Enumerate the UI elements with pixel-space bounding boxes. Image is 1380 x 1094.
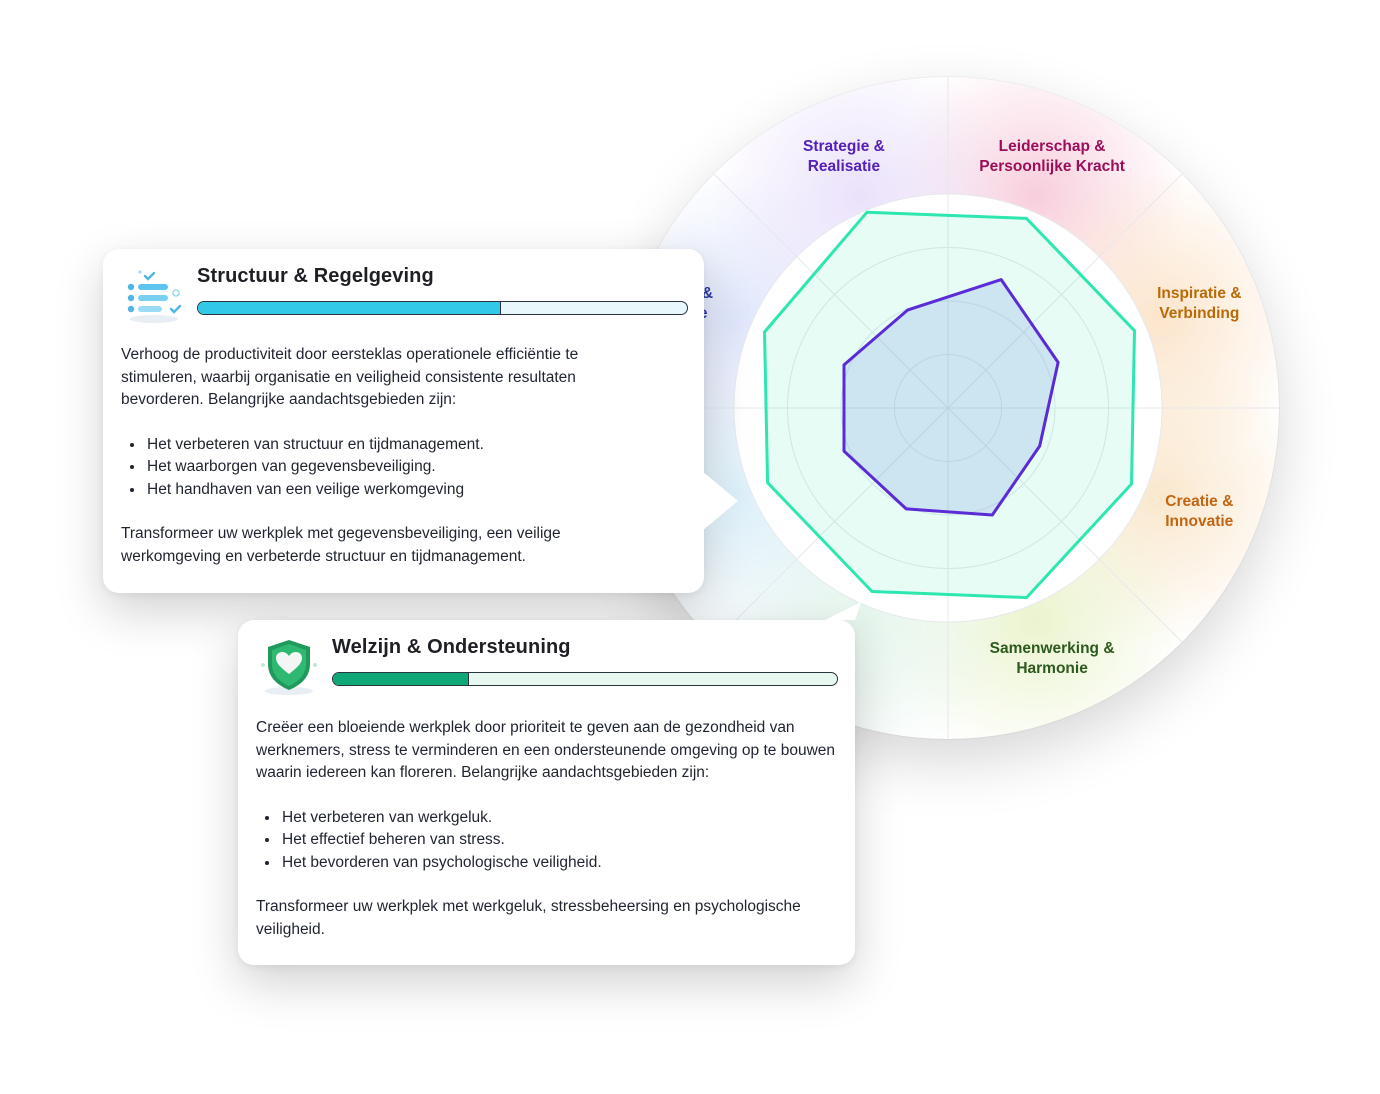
axis-label-line: Creatie & [1165,493,1234,511]
list-item: Het bevorderen van psychologische veilig… [280,852,846,875]
checklist-icon [121,263,187,329]
axis-label-line: Inspiratie & [1157,284,1242,302]
sector-divider [713,173,949,409]
axis-label-strategie: Strategie & Realisatie [734,137,954,177]
axis-label-inspiratie: Inspiratie & Verbinding [1089,284,1279,324]
card-body: Creëer een bloeiende werkplek door prior… [256,717,846,941]
sector-divider [947,173,1183,409]
card-title: Welzijn & Ondersteuning [332,636,571,658]
sector-divider [713,407,949,643]
list-item: Het verbeteren van werkgeluk. [280,807,846,830]
progress-fill [333,673,470,685]
series-outer [763,210,1136,600]
list-item: Het waarborgen van gegevensbeveiliging. [145,456,641,479]
axis-label-line: Realisatie [807,157,881,175]
card-intro: Verhoog de productiviteit door eerstekla… [121,346,579,408]
axis-label-line: Harmonie [1016,660,1088,678]
sector-divider [947,407,1183,643]
progress-bar [332,672,838,686]
card-intro: Creëer een bloeiende werkplek door prior… [256,719,836,781]
list-item: Het handhaven van een veilige werkomgevi… [145,479,641,502]
card-title: Structuur & Regelgeving [197,265,434,287]
progress-bar [197,301,688,315]
series-inner [842,278,1060,517]
axis-label-line: Leiderschap & [998,137,1106,155]
axis-label-leiderschap: Leiderschap & Persoonlijke Kracht [942,137,1162,177]
progress-fill [198,302,502,314]
card-outro: Transformeer uw werkplek met werkgeluk, … [256,898,801,938]
axis-label-creatie: Creatie & Innovatie [1089,492,1279,532]
axis-label-line: Verbinding [1159,304,1240,322]
list-item: Het effectief beheren van stress. [280,829,846,852]
card-outro: Transformeer uw werkplek met gegevensbev… [121,525,561,565]
card-structuur[interactable]: Structuur & Regelgeving Verhoog de produ… [103,249,738,593]
axis-label-line: Innovatie [1165,513,1234,531]
list-item: Het verbeteren van structuur en tijdmana… [145,434,641,457]
card-tail [702,471,738,531]
axis-label-line: Samenwerking & [989,640,1115,658]
axis-label-line: Persoonlijke Kracht [979,157,1125,175]
card-body: Verhoog de productiviteit door eerstekla… [121,344,641,568]
axis-label-line: Strategie & [802,137,885,155]
card-welzijn[interactable]: Welzijn & Ondersteuning Creëer een bloei… [238,602,861,965]
heart-shield-icon [256,634,322,700]
focus-list: Het verbeteren van structuur en tijdmana… [121,434,641,502]
card-tail [825,602,861,620]
focus-list: Het verbeteren van werkgeluk. Het effect… [256,807,846,875]
axis-label-samenwerking: Samenwerking & Harmonie [942,639,1162,679]
